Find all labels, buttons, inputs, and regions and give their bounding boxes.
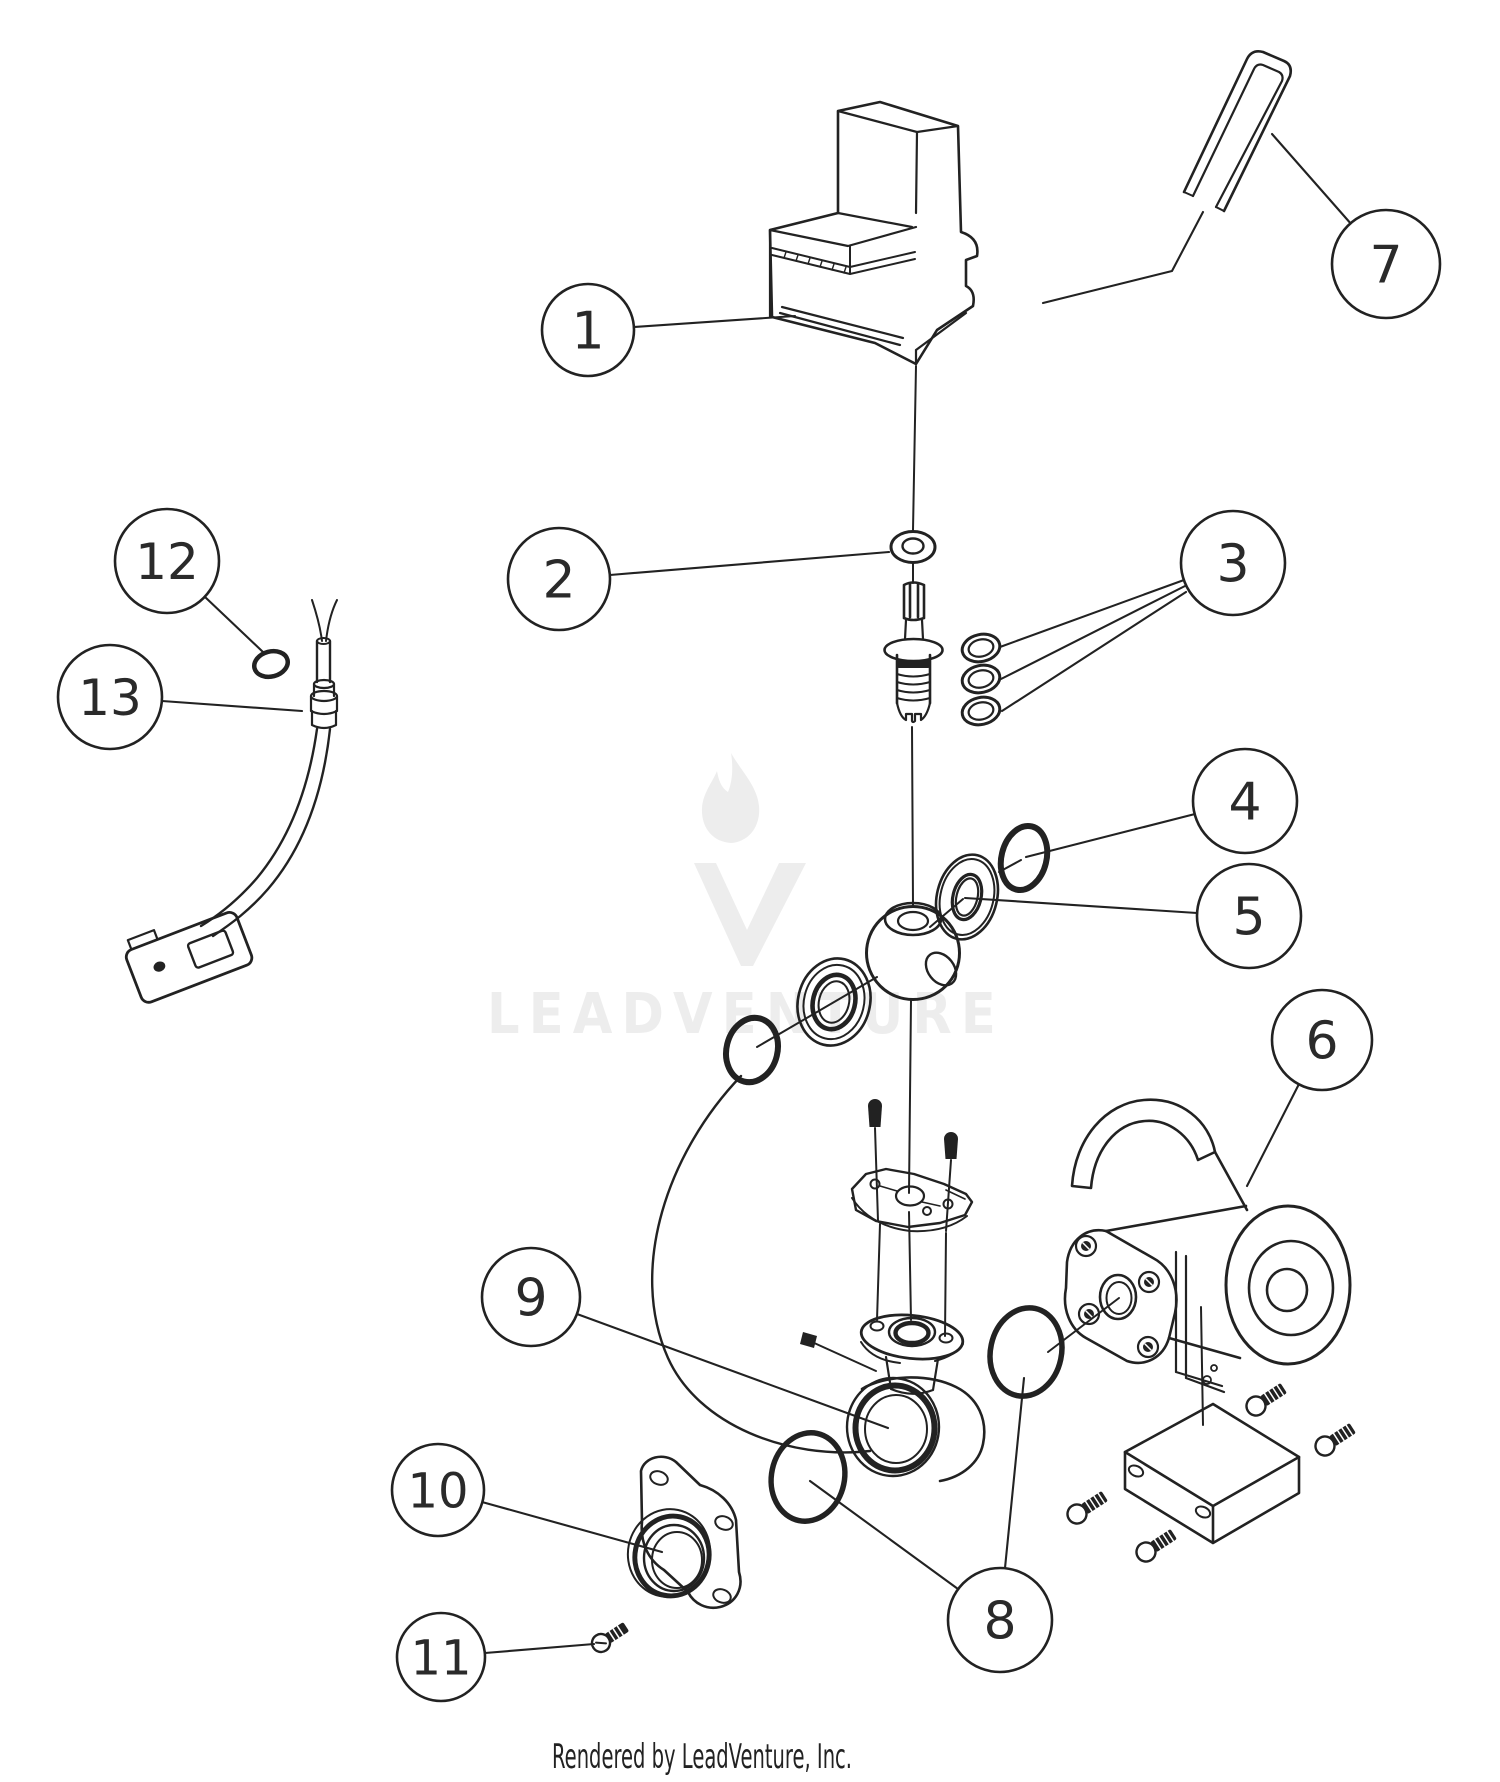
callout-10-label: 10 (407, 1463, 468, 1519)
valve-ball (865, 901, 961, 1001)
callout-11: 11 (395, 1611, 487, 1703)
callout-6-label: 6 (1305, 1012, 1338, 1072)
callout-7: 7 (1330, 208, 1442, 320)
callout-12: 12 (113, 507, 221, 615)
v-logo-icon (694, 863, 806, 966)
callout-9: 9 (480, 1246, 582, 1348)
o-ring-part-12 (252, 648, 290, 680)
valve-stem-part-3 (883, 581, 944, 724)
callout-8-label: 8 (983, 1592, 1016, 1652)
callout-balloons: 1 2 3 4 5 6 7 8 (56, 208, 1442, 1703)
leader-3b (999, 584, 1187, 681)
elbow-seal-ring-part-9 (845, 1376, 941, 1478)
leader-8b (1003, 1376, 1026, 1570)
leader-3c (1000, 590, 1188, 713)
o-ring-part-8-left (768, 1430, 848, 1524)
callout-10: 10 (390, 1442, 486, 1538)
leader-1 (632, 314, 797, 329)
watermark-text: LEADVENTURE (487, 982, 1005, 1047)
callout-2-label: 2 (542, 551, 575, 611)
callout-8: 8 (946, 1566, 1054, 1674)
seal-tick-lines (756, 859, 1022, 1048)
seal-ring-part-5 (934, 853, 1000, 941)
callout-13-label: 13 (78, 669, 142, 727)
elbow-valve-body (800, 1313, 986, 1483)
callout-2: 2 (506, 526, 612, 632)
o-ring-part-4 (997, 822, 1051, 894)
leader-13 (160, 699, 304, 713)
leader-5 (963, 896, 1199, 915)
leader-2 (608, 550, 891, 577)
callout-9-label: 9 (514, 1269, 547, 1329)
seal-ring-lower-left (796, 957, 872, 1047)
leader-4 (1024, 812, 1197, 859)
callout-13: 13 (56, 643, 164, 751)
callout-11-label: 11 (410, 1630, 471, 1686)
leader-8a (808, 1479, 960, 1591)
callout-1-label: 1 (571, 302, 604, 362)
o-ring-lower-left (723, 1014, 781, 1086)
callout-4-label: 4 (1228, 773, 1261, 833)
cable-connector (124, 911, 254, 1004)
flame-icon (701, 753, 760, 843)
callout-5-label: 5 (1232, 888, 1265, 948)
leader-3a (998, 578, 1186, 649)
callout-3-label: 3 (1216, 535, 1249, 595)
leader-9 (575, 1312, 890, 1430)
pump-body-part-6 (1047, 1098, 1352, 1394)
cable-gland-part-13 (309, 678, 339, 730)
flange-fitting-part-10 (626, 1455, 742, 1610)
leader-7 (1270, 132, 1354, 227)
callout-12-label: 12 (135, 533, 199, 591)
o-ring-part-8-right (987, 1305, 1065, 1399)
leader-11 (483, 1642, 596, 1655)
housing-part-1 (768, 100, 979, 366)
leader-12 (203, 595, 265, 654)
washer-part-2 (889, 530, 937, 564)
callout-6: 6 (1270, 988, 1374, 1092)
curved-leader-arc (650, 1074, 872, 1454)
callout-4: 4 (1191, 747, 1299, 855)
callout-3: 3 (1179, 509, 1287, 617)
handle-part-7 (1182, 50, 1293, 213)
callout-7-label: 7 (1369, 236, 1402, 296)
leader-lines (160, 132, 1354, 1655)
block-bolts (1066, 1383, 1356, 1563)
cap-plate-assembly (850, 1099, 974, 1233)
assembly-axis-lines (876, 365, 1204, 1426)
footer-credit-text: Rendered by LeadVenture, Inc. (552, 1737, 852, 1777)
callout-5: 5 (1195, 862, 1303, 970)
callout-1: 1 (540, 282, 636, 378)
anode-block (1123, 1402, 1301, 1545)
stem-o-rings-part-3 (960, 632, 1002, 727)
leader-6 (1245, 1082, 1301, 1188)
cable-assembly-parts-12-13 (124, 599, 339, 1004)
line-art (124, 50, 1356, 1654)
leadventure-watermark: LEADVENTURE (487, 753, 1005, 1047)
leader-10 (480, 1500, 664, 1554)
screw-part-11 (590, 1622, 629, 1654)
leader-housing-handle (1041, 210, 1205, 305)
